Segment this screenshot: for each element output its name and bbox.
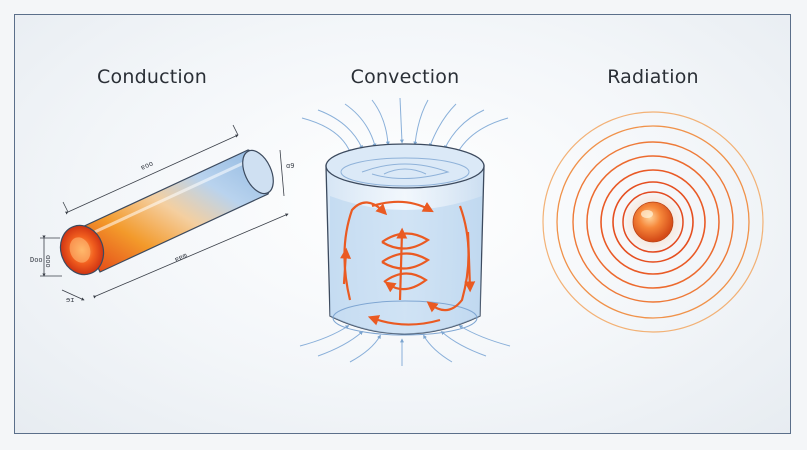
convection-container-icon: [325, 143, 485, 336]
conduction-title: Conduction: [97, 66, 207, 88]
dimension-lines: [40, 124, 289, 301]
dim-label-top: ɐoo: [140, 159, 155, 171]
conduction-rod-icon: [59, 149, 274, 276]
dim-label-right: ɑ9: [286, 162, 294, 170]
dim-label-small: ɘɪ: [66, 296, 74, 304]
radiation-source-sphere-icon: [621, 190, 685, 254]
dim-label-bottom: ɐɐm: [174, 251, 189, 263]
convection-current-arrows: [340, 200, 476, 326]
convection-flow-lines: [299, 97, 511, 366]
dim-label-tag: Doo: [30, 256, 43, 264]
convection-title: Convection: [350, 66, 460, 88]
radiation-rings: [542, 111, 764, 333]
dim-label-diameter: ɑoo: [44, 255, 52, 268]
radiation-title: Radiation: [607, 66, 699, 88]
